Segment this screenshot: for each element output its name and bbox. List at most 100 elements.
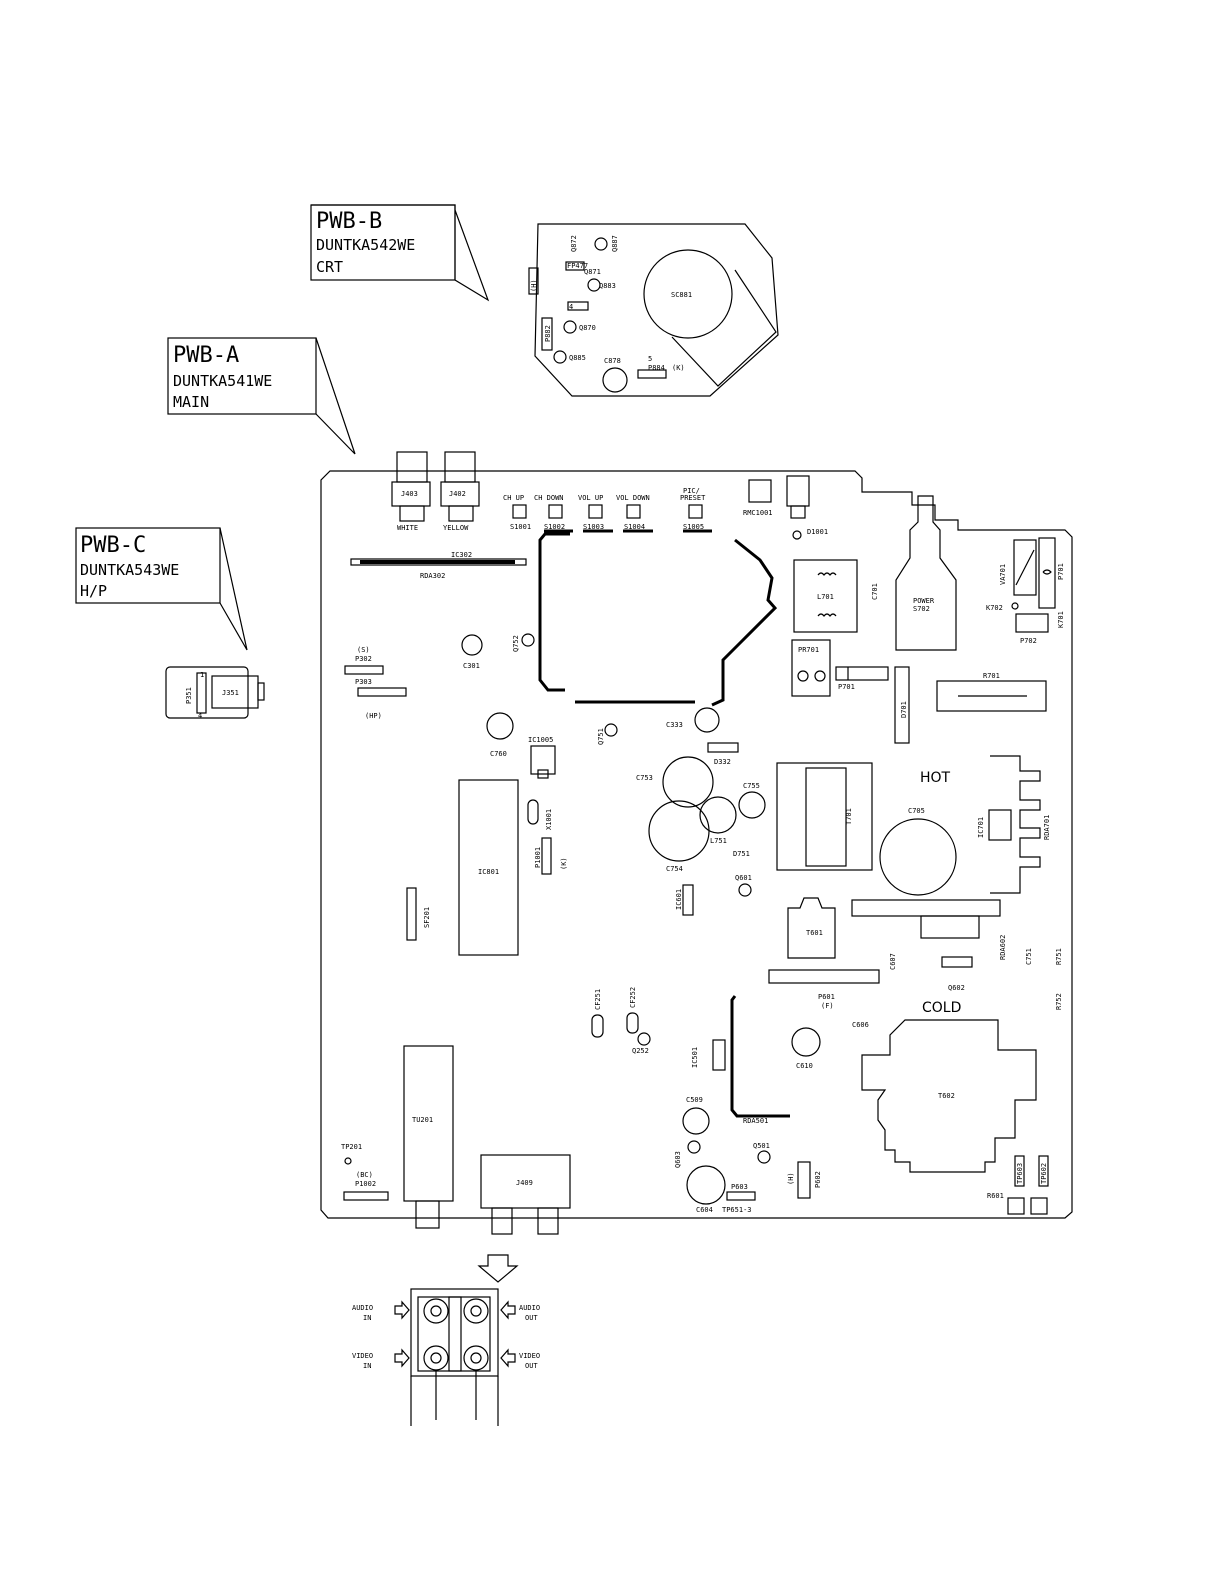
label-p351: P351 — [185, 687, 193, 704]
label-q603: Q603 — [674, 1151, 682, 1168]
sc881-socket — [643, 249, 733, 339]
label-f-bracket: (F) — [821, 1002, 834, 1010]
callout-pwb-c: PWB-C DUNTKA543WE H/P — [75, 527, 248, 651]
label-fp475: (H) — [530, 279, 538, 292]
switch-s1004 — [626, 504, 641, 519]
label-j403: J403 — [401, 490, 418, 498]
label-pr701: PR701 — [798, 646, 819, 654]
switch-s1005 — [688, 504, 703, 519]
label-q887: Q887 — [611, 235, 619, 252]
label-s1001: S1001 — [510, 523, 531, 531]
callout-pwb-a-name: PWB-A — [173, 343, 239, 368]
label-rda602: RDA602 — [999, 935, 1007, 960]
label-crt-h: 5 — [648, 355, 652, 363]
label-ic701: IC701 — [977, 817, 985, 838]
label-p1001: P1001 — [534, 847, 542, 868]
label-c753: C753 — [636, 774, 653, 782]
av-panel: AUDIO IN AUDIO OUT VIDEO IN VIDEO OUT — [352, 1288, 540, 1426]
switch-s1001 — [512, 504, 527, 519]
label-q602: Q602 — [948, 984, 965, 992]
label-p602: P602 — [814, 1171, 822, 1188]
callout-pwb-b: PWB-B DUNTKA542WE CRT — [310, 204, 490, 302]
label-x1001: X1001 — [545, 809, 553, 830]
label-audio-out-1: AUDIO — [519, 1304, 540, 1312]
label-sc881: SC881 — [671, 291, 692, 299]
label-t601: T601 — [806, 929, 823, 937]
label-tp651: TP651-3 — [722, 1206, 752, 1214]
label-ic801: IC801 — [478, 868, 499, 876]
label-r701: R701 — [983, 672, 1000, 680]
label-r752: R752 — [1055, 993, 1063, 1010]
label-p1002: P1002 — [355, 1180, 376, 1188]
label-va701: VA701 — [999, 564, 1007, 585]
arrow-in-icon — [394, 1348, 410, 1368]
label-p601: P601 — [818, 993, 835, 1001]
label-hot: HOT — [920, 770, 951, 786]
label-fp477: 4 — [569, 303, 573, 311]
arrow-out-icon — [500, 1348, 516, 1368]
label-cold: COLD — [922, 1000, 961, 1016]
label-ic302: IC302 — [451, 551, 472, 559]
label-j402: J402 — [449, 490, 466, 498]
label-power: POWER — [913, 597, 935, 605]
label-audio-in-1: AUDIO — [352, 1304, 373, 1312]
jack-j402: J402 YELLOW — [440, 451, 480, 532]
label-d1001: D1001 — [807, 528, 828, 536]
label-rda302: RDA302 — [420, 572, 445, 580]
label-c606: C606 — [852, 1021, 869, 1029]
label-s702: S702 — [913, 605, 930, 613]
label-ic601: IC601 — [675, 889, 683, 910]
callout-pwb-b-code: DUNTKA542WE — [316, 236, 415, 254]
label-white: WHITE — [397, 524, 418, 532]
label-q601: Q601 — [735, 874, 752, 882]
label-q883: Q883 — [599, 282, 616, 290]
label-c878: C878 — [604, 357, 621, 365]
label-s1005: S1005 — [683, 523, 704, 531]
label-c754: C754 — [666, 865, 683, 873]
label-j409: J409 — [516, 1179, 533, 1187]
label-p302: P302 — [355, 655, 372, 663]
label-r751: R751 — [1055, 948, 1063, 965]
callout-pwb-b-role: CRT — [316, 258, 343, 276]
label-s1003: S1003 — [583, 523, 604, 531]
label-c607: C607 — [889, 953, 897, 970]
hp-board: P351 1 4 J351 — [165, 666, 265, 720]
crt-board: SC881 Q872 Q887 Q871 Q883 Q870 Q885 P882… — [528, 223, 779, 397]
label-vol-up: VOL UP — [578, 494, 603, 502]
label-l701: L701 — [817, 593, 834, 601]
label-t602: T602 — [938, 1092, 955, 1100]
label-hp-bracket: (HP) — [365, 712, 382, 720]
label-t701: T701 — [845, 808, 853, 825]
label-h-bracket: (H) — [787, 1172, 795, 1185]
arrow-in-icon — [394, 1300, 410, 1320]
label-bc-bracket: (BC) — [356, 1171, 373, 1179]
label-q872: Q872 — [570, 235, 578, 252]
label-l751: L751 — [710, 837, 727, 845]
label-q752: Q752 — [512, 635, 520, 652]
label-video-in-2: IN — [363, 1362, 371, 1370]
label-k702: K702 — [986, 604, 1003, 612]
label-yellow: YELLOW — [443, 524, 469, 532]
label-q751: Q751 — [597, 728, 605, 745]
label-tp201: TP201 — [341, 1143, 362, 1151]
label-tp602: TP602 — [1040, 1163, 1048, 1184]
label-c509: C509 — [686, 1096, 703, 1104]
label-cf251: CF251 — [594, 989, 602, 1010]
label-c755: C755 — [743, 782, 760, 790]
label-audio-in-2: IN — [363, 1314, 371, 1322]
label-c751: C751 — [1025, 948, 1033, 965]
label-c701: C701 — [871, 583, 879, 600]
arrow-out-icon — [500, 1300, 516, 1320]
label-p884: P884 — [648, 364, 665, 372]
label-p351-pin4: 4 — [198, 712, 202, 720]
callout-pwb-a-code: DUNTKA541WE — [173, 372, 272, 390]
label-p603: P603 — [731, 1183, 748, 1191]
jack-j403: J403 WHITE — [391, 451, 431, 532]
label-p303: P303 — [355, 678, 372, 686]
label-ic1005: IC1005 — [528, 736, 553, 744]
main-board: J403 WHITE J402 YELLOW CH UP CH DOWN VOL… — [320, 451, 1073, 1235]
label-c301: C301 — [463, 662, 480, 670]
label-ch-up: CH UP — [503, 494, 524, 502]
label-p701-top: P701 — [1057, 563, 1065, 580]
